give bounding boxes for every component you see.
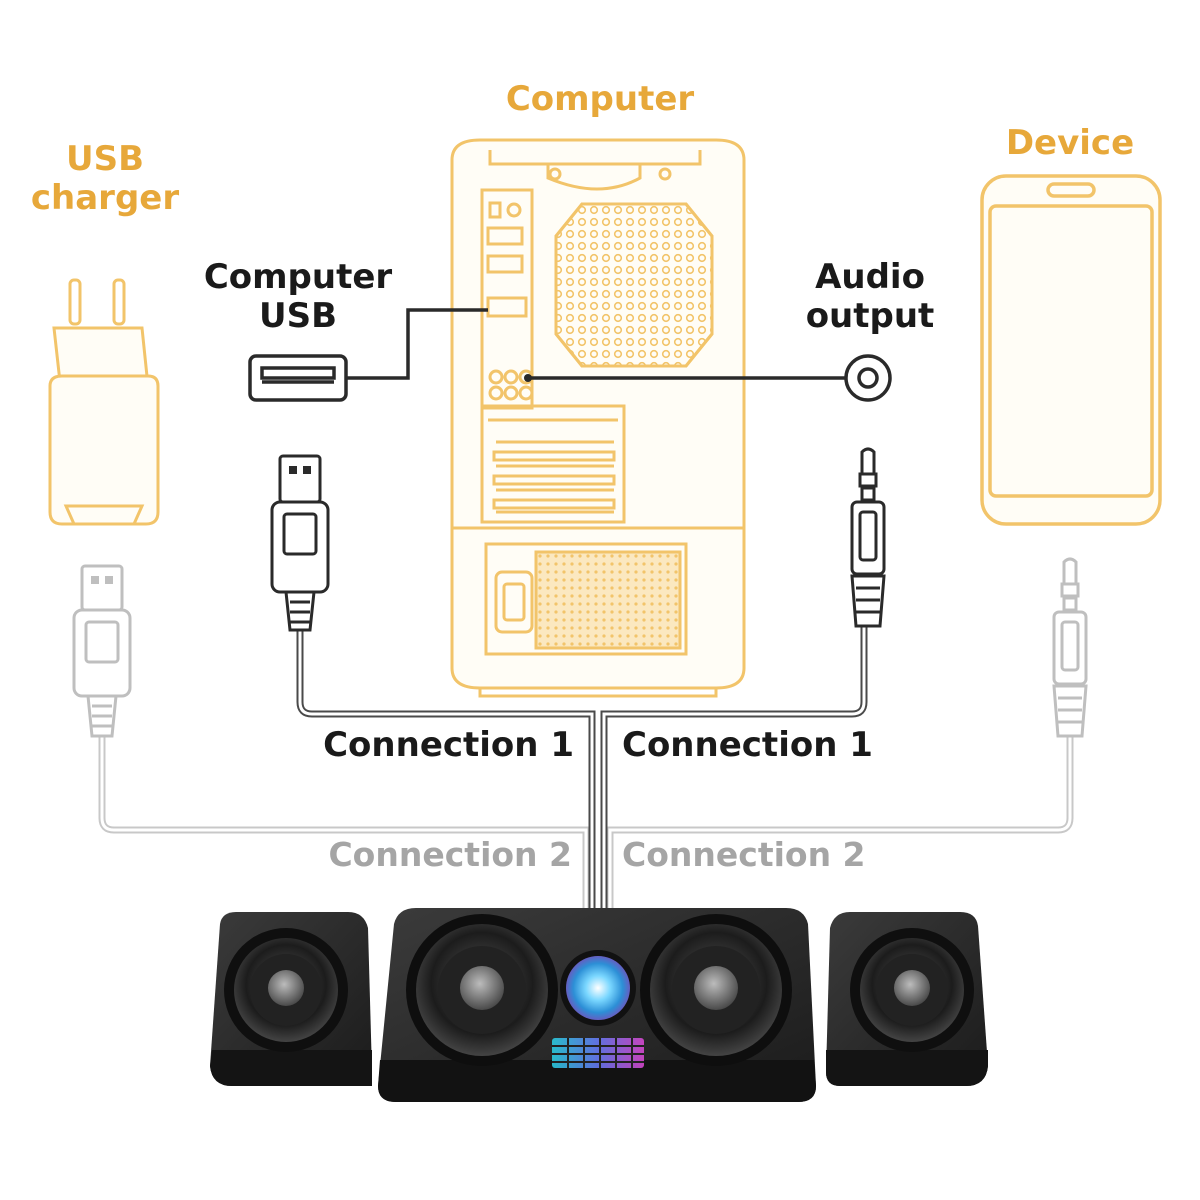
audio-output-label-line1: Audio (815, 257, 925, 297)
phone-device-icon (980, 174, 1162, 526)
computer-usb-port-icon (248, 354, 348, 402)
audio-plug-dark-icon (850, 447, 886, 628)
connection-2-right-label: Connection 2 (622, 835, 866, 874)
device-label: Device (1005, 123, 1135, 163)
computer-label: Computer (505, 79, 695, 119)
audio-plug-light-icon (1052, 557, 1088, 738)
usb-charger-icon (48, 278, 160, 526)
computer-usb-label-line2: USB (258, 296, 337, 337)
center-speaker-icon (378, 908, 816, 1102)
computer-usb-label-line1: Computer (203, 257, 393, 297)
computer-tower-icon (450, 138, 746, 698)
connection-2-left-label: Connection 2 (328, 835, 572, 874)
connection-1-left-cable-inner (298, 630, 594, 912)
audio-output-jack-icon (844, 354, 892, 402)
usb-plug-light-icon (72, 564, 132, 738)
connection-1-right-cable-inner (602, 626, 866, 912)
usb-charger-label-line2: charger (30, 178, 180, 219)
usb-charger-label-line1: USB (65, 139, 144, 179)
audio-output-label-line2: output (805, 296, 935, 337)
right-speaker-icon (826, 912, 988, 1086)
usb-plug-dark-icon (270, 454, 330, 632)
audio-output-label: Audio output (792, 257, 948, 337)
usb-charger-label: USB charger (20, 139, 190, 219)
connection-2-right-cable-inner (608, 734, 1072, 912)
computer-usb-label: Computer USB (200, 257, 396, 337)
connection-1-left-label: Connection 1 (323, 725, 574, 765)
left-speaker-icon (210, 912, 372, 1086)
connection-1-right-label: Connection 1 (622, 725, 873, 765)
usb-port-link (346, 308, 488, 380)
connection-2-left-cable-inner (100, 734, 588, 912)
